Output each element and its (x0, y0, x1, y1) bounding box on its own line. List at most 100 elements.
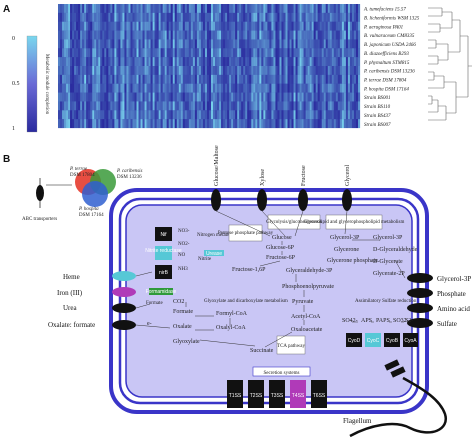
heatmap-cell (190, 12, 193, 22)
heatmap-cell (102, 39, 105, 49)
heatmap-cell (88, 39, 91, 49)
heatmap (58, 4, 361, 129)
heatmap-cell (70, 92, 73, 102)
heatmap-cell (349, 101, 353, 111)
heatmap-cell (168, 57, 171, 67)
heatmap-cell (333, 110, 336, 120)
heatmap-cell (138, 66, 141, 75)
heatmap-cell (301, 110, 304, 120)
heatmap-cell (231, 74, 234, 84)
top-transporters: Glucose/Maltose Xylose Fructose Glycerol (211, 145, 352, 211)
heatmap-cell (62, 92, 65, 102)
heatmap-cell (160, 21, 163, 31)
heatmap-cell (231, 101, 234, 111)
heatmap-cell (72, 119, 75, 129)
heatmap-cell (357, 30, 361, 40)
heatmap-cell (114, 30, 117, 40)
heatmap-cell (106, 110, 109, 120)
heatmap-cell (86, 66, 89, 75)
heatmap-cell (74, 119, 77, 129)
heatmap-cell (225, 74, 228, 84)
heatmap-cell (116, 21, 119, 31)
heatmap-cell (349, 57, 353, 67)
heatmap-cell (293, 83, 296, 93)
heatmap-cell (247, 92, 250, 102)
heatmap-cell (317, 4, 320, 13)
heatmap-cell (146, 12, 149, 22)
heatmap-cell (116, 57, 119, 67)
heatmap-cell (142, 48, 145, 58)
heatmap-cell (168, 66, 171, 75)
heatmap-cell (182, 12, 185, 22)
heatmap-cell (100, 4, 103, 13)
heatmap-cell (277, 4, 280, 13)
heatmap-cell (148, 30, 151, 40)
heatmap-cell (281, 110, 284, 120)
heatmap-cell (118, 39, 121, 49)
heatmap-cell (335, 39, 338, 49)
heatmap-cell (152, 12, 155, 22)
heatmap-cell (162, 83, 165, 93)
heatmap-cell (88, 101, 91, 111)
heatmap-cell (289, 12, 292, 22)
heatmap-cell (134, 66, 137, 75)
heatmap-cell (349, 39, 353, 49)
heatmap-cell (136, 12, 139, 22)
heatmap-cell (245, 21, 248, 31)
heatmap-cell (168, 92, 171, 102)
heatmap-cell (349, 66, 353, 75)
heatmap-cell (245, 48, 248, 58)
t3ss-label: T3SS (271, 393, 284, 399)
heatmap-cell (148, 110, 151, 120)
heatmap-cell (82, 57, 85, 67)
flagellum-label: Flagellum (343, 417, 372, 425)
pentose-label: Pentose phosphate pathway (218, 231, 274, 236)
heatmap-cell (188, 57, 191, 67)
heatmap-cell (108, 119, 111, 129)
heatmap-cell (192, 39, 195, 49)
heatmap-cell (323, 57, 326, 67)
transporter-fructose-icon (298, 189, 308, 211)
heatmap-cell (343, 48, 346, 58)
heatmap-cell (345, 110, 349, 120)
heatmap-cell (303, 12, 306, 22)
heatmap-cell (345, 48, 349, 58)
heatmap-cell (64, 12, 67, 22)
heatmap-cell (297, 30, 300, 40)
heatmap-cell (124, 4, 127, 13)
heatmap-cell (347, 39, 351, 49)
heatmap-cell (92, 92, 95, 102)
heatmap-cell (231, 57, 234, 67)
heatmap-cell (291, 110, 294, 120)
heatmap-cell (198, 110, 202, 120)
heatmap-cell (92, 12, 95, 22)
heatmap-cell (104, 119, 107, 129)
venn-strain-hospita: DSM 17164 (79, 213, 104, 218)
heatmap-cell (341, 21, 344, 31)
heatmap-cell (98, 83, 101, 93)
heatmap-cell (337, 92, 340, 102)
heatmap-cell (269, 30, 272, 40)
heatmap-cell (337, 74, 340, 84)
sulfate-assimilation: Assimilatory Sulfate reduction SO42- APS… (342, 299, 417, 324)
heatmap-cell (112, 21, 115, 31)
heatmap-cell (70, 101, 73, 111)
heatmap-cell (287, 4, 290, 13)
heatmap-cell (76, 101, 79, 111)
heatmap-cell (64, 57, 67, 67)
heatmap-cell (277, 83, 280, 93)
heatmap-cell (140, 66, 143, 75)
heatmap-cell (267, 39, 270, 49)
heatmap-cell (285, 4, 288, 13)
heatmap-cell (269, 48, 272, 58)
heatmap-cell (315, 101, 318, 111)
heatmap-cell (221, 83, 224, 93)
heatmap-cell (198, 92, 202, 102)
heatmap-cell (120, 21, 123, 31)
heatmap-cell (325, 30, 328, 40)
heatmap-cell (267, 74, 270, 84)
heatmap-cell (150, 21, 153, 31)
heatmap-cell (355, 83, 359, 93)
heatmap-cell (261, 110, 264, 120)
heatmap-cell (309, 110, 312, 120)
